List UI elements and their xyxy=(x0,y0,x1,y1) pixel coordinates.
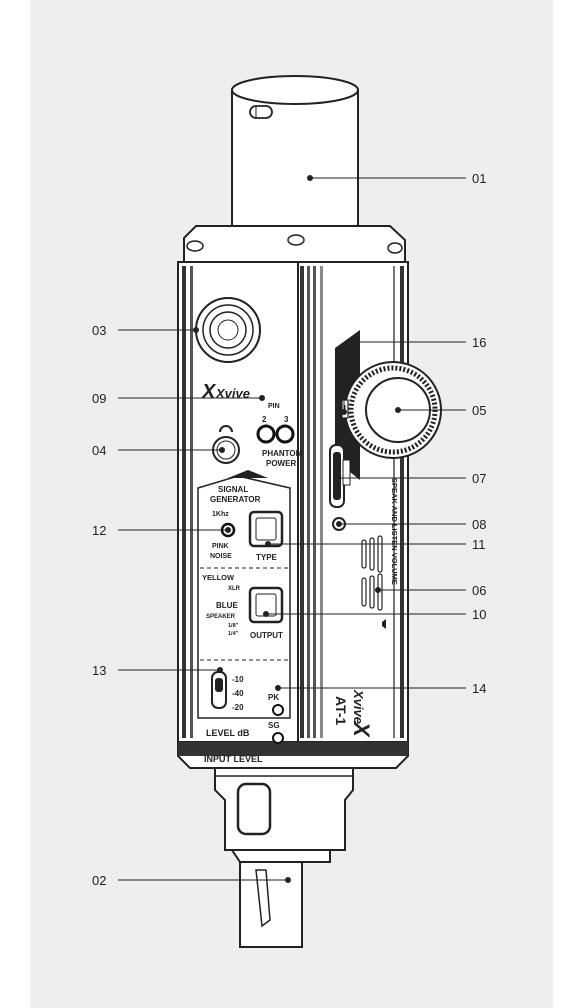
quarter-inch-label: 1/4" xyxy=(228,631,239,637)
power-label: POWER xyxy=(266,459,296,468)
body-bottom-cap xyxy=(177,741,409,769)
noise-label: NOISE xyxy=(210,553,232,560)
speaker-icon xyxy=(382,619,386,629)
output-label: OUTPUT xyxy=(250,631,283,640)
sig-gen-label-2: GENERATOR xyxy=(210,495,261,504)
callout-03: 03 xyxy=(92,323,106,338)
callout-12: 12 xyxy=(92,523,106,538)
blue-label: BLUE xyxy=(216,601,238,610)
callout-lines xyxy=(118,175,466,883)
brand-logo-text: Xvive xyxy=(215,386,250,401)
callout-10: 10 xyxy=(472,607,486,622)
speaker-label: SPEAKER xyxy=(206,614,236,620)
input-level-label: INPUT LEVEL xyxy=(204,754,263,764)
signal-led xyxy=(272,732,284,744)
body-top-cap xyxy=(183,225,406,263)
level-10-label: -10 xyxy=(232,675,244,684)
bottom-xlr-connector xyxy=(214,767,354,948)
input-level-area: PK SG INPUT LEVEL xyxy=(204,693,284,764)
pin2-label: 2 xyxy=(262,415,267,424)
sg-label: SG xyxy=(268,721,280,730)
callout-labels: 01 03 16 09 05 04 07 08 12 11 06 10 13 1… xyxy=(92,171,486,888)
phantom-label: PHANTOM xyxy=(262,449,303,458)
side-volume-text: SPEAK AND LISTEN VOLUME xyxy=(390,478,399,585)
peak-led xyxy=(272,704,284,716)
pink-label: PINK xyxy=(212,543,229,550)
eighth-inch-label: 1/8" xyxy=(228,623,239,629)
callout-02: 02 xyxy=(92,873,106,888)
xlr-label: XLR xyxy=(228,586,241,592)
callout-01: 01 xyxy=(472,171,486,186)
callout-06: 06 xyxy=(472,583,486,598)
phantom-led-pin2 xyxy=(256,424,276,444)
side-model-text: AT-1 xyxy=(333,696,349,726)
level-db-label: LEVEL dB xyxy=(206,728,250,738)
callout-11: 11 xyxy=(472,537,486,552)
headphone-jack xyxy=(212,425,240,464)
front-combo-jack xyxy=(195,297,261,363)
phantom-led-pin3 xyxy=(275,424,295,444)
sig-gen-label-1: SIGNAL xyxy=(218,485,248,494)
side-brand-text: Xvive xyxy=(351,689,366,724)
volume-knob xyxy=(335,330,442,480)
callout-14: 14 xyxy=(472,681,486,696)
callout-09: 09 xyxy=(92,391,106,406)
phantom-power-area: PIN 2 3 PHANTOM POWER xyxy=(256,403,303,468)
callout-07: 07 xyxy=(472,471,486,486)
level-40-label: -40 xyxy=(232,689,244,698)
freq-label: 1Khz xyxy=(212,511,229,518)
side-brand: Xvive AT-1 X xyxy=(333,689,374,738)
callout-13: 13 xyxy=(92,663,106,678)
side-usb-port xyxy=(329,444,351,508)
callout-16: 16 xyxy=(472,335,486,350)
pin3-label: 3 xyxy=(284,415,289,424)
headphones-icon xyxy=(219,425,233,433)
speaker-grille xyxy=(361,535,386,629)
pin-label: PIN xyxy=(268,403,280,410)
level-20-label: -20 xyxy=(232,703,244,712)
callout-04: 04 xyxy=(92,443,106,458)
side-brand-x: X xyxy=(349,720,374,738)
signal-generator-panel: SIGNAL GENERATOR 1Khz PINK NOISE TYPE YE… xyxy=(197,470,291,738)
callout-08: 08 xyxy=(472,517,486,532)
yellow-label: YELLOW xyxy=(202,573,235,582)
top-xlr-connector xyxy=(231,75,359,239)
callout-05: 05 xyxy=(472,403,486,418)
type-label: TYPE xyxy=(256,553,278,562)
brand-logo-x: X xyxy=(201,381,217,403)
pk-label: PK xyxy=(268,693,279,702)
